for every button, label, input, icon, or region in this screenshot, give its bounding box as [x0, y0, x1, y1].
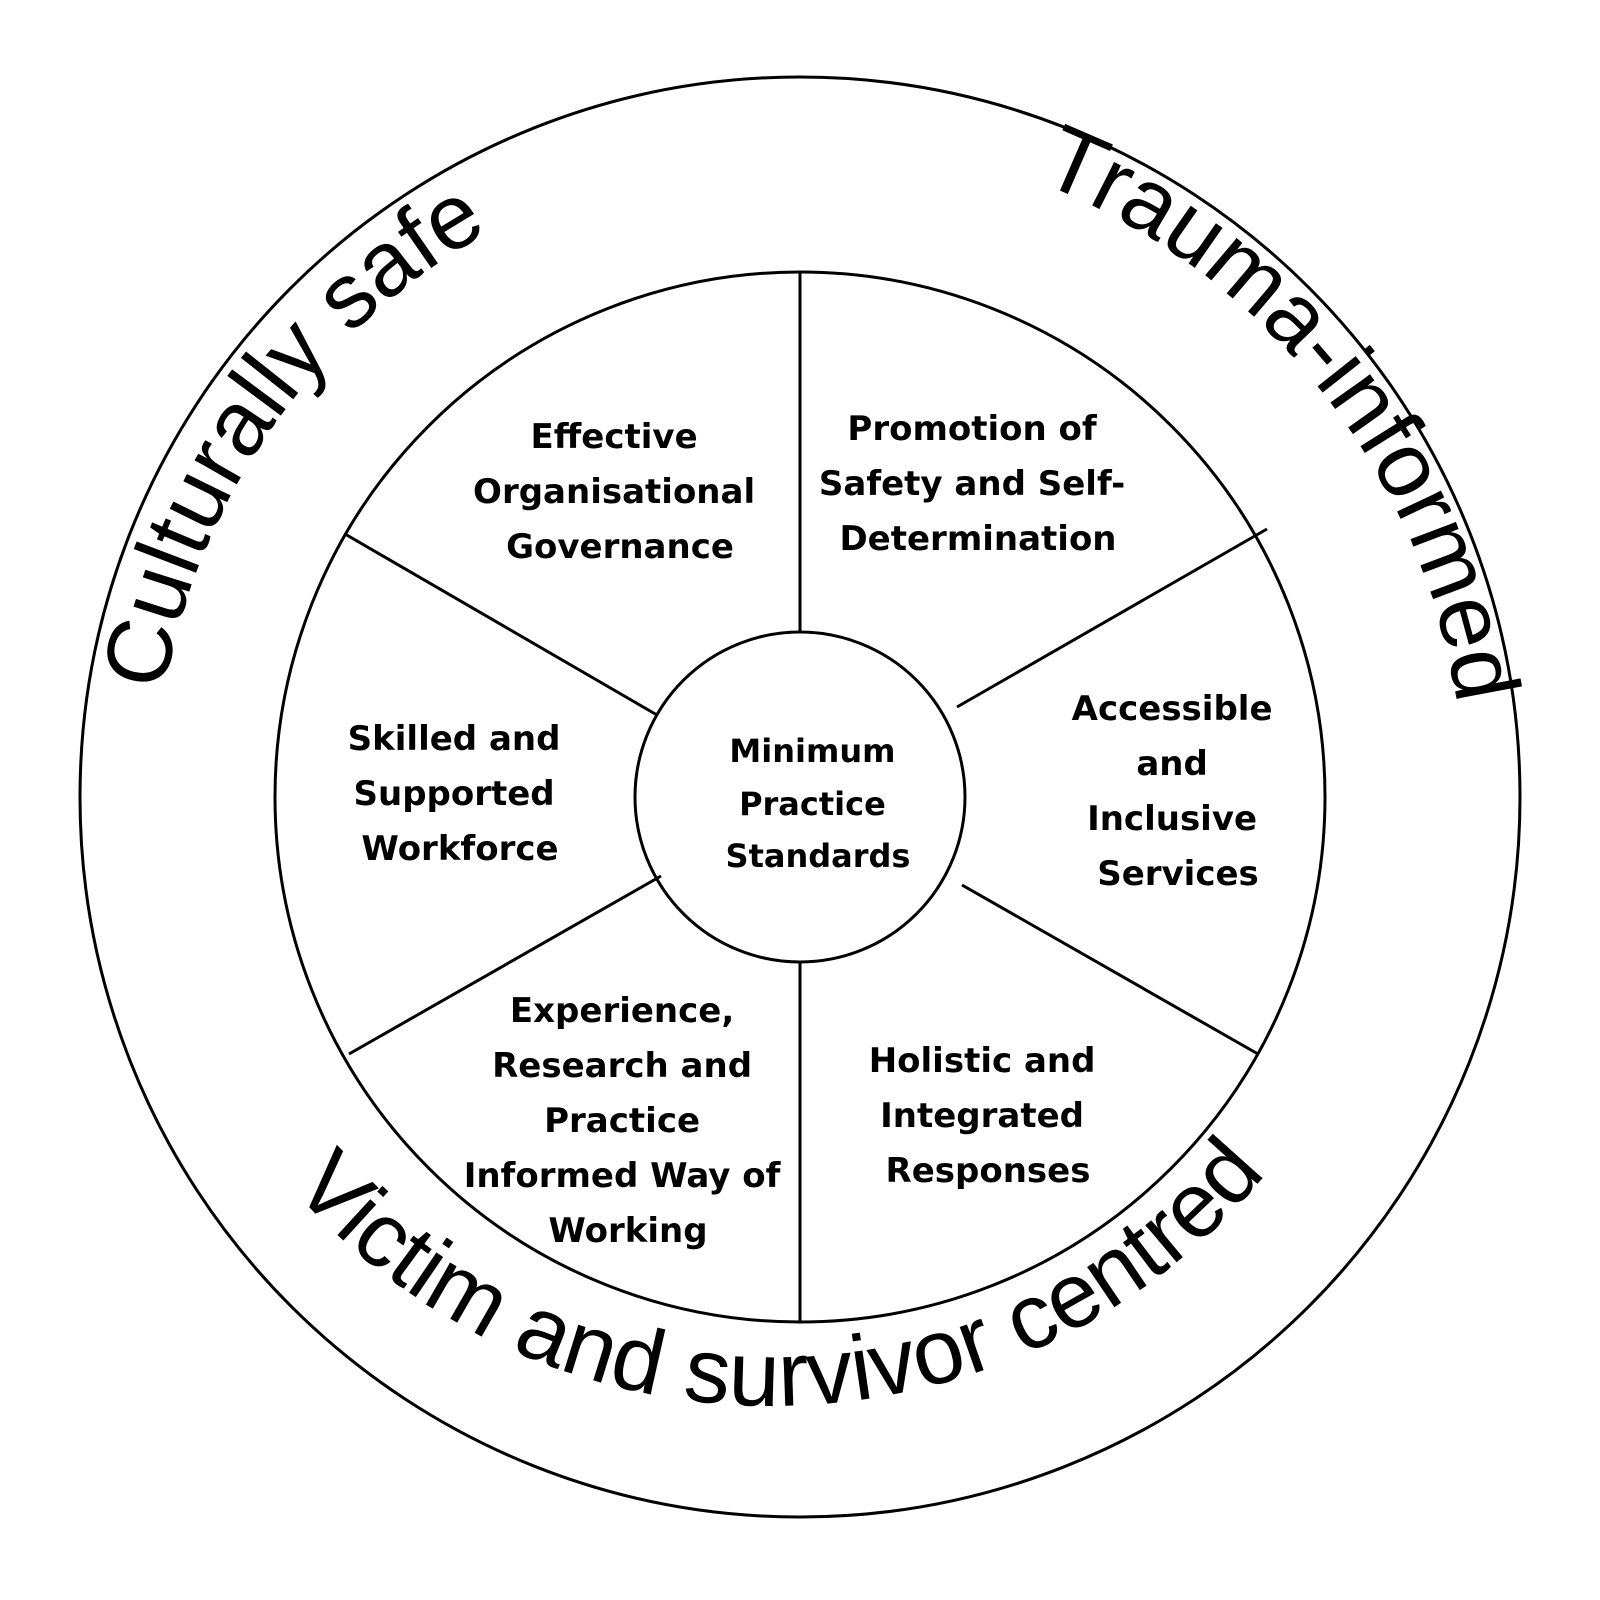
center-line: Practice — [739, 785, 886, 823]
segment-line: Practice — [544, 1101, 700, 1141]
segment-line: Experience, — [510, 991, 734, 1031]
segment-accessible-label: Accessible and Inclusive Services — [1072, 689, 1285, 894]
segment-line: Effective — [531, 417, 698, 457]
segment-line: Holistic and — [869, 1041, 1096, 1081]
outer-label-culturally-safe: Culturally safe — [83, 161, 499, 696]
segment-workforce-label: Skilled and Supported Workforce — [348, 719, 573, 869]
segment-line: Governance — [506, 527, 734, 567]
segment-line: Working — [548, 1211, 707, 1251]
segment-holistic-label: Holistic and Integrated Responses — [869, 1041, 1108, 1191]
segment-line: Responses — [886, 1151, 1091, 1191]
segment-line: Research and — [492, 1046, 752, 1086]
segment-line: Determination — [839, 519, 1116, 559]
segment-line: Accessible — [1072, 689, 1273, 729]
center-label: Minimum Practice Standards — [726, 732, 911, 875]
segment-line: Skilled and — [348, 719, 561, 759]
spoke-upper-right — [956, 527, 1268, 709]
outer-label-trauma-informed: Trauma-informed — [1030, 106, 1538, 709]
outer-circle — [78, 75, 1522, 1519]
segment-line: Informed Way of — [464, 1156, 782, 1196]
spoke-lower-left — [348, 874, 662, 1056]
segment-experience-label: Experience, Research and Practice Inform… — [464, 991, 793, 1251]
segment-line: Integrated — [880, 1096, 1084, 1136]
spoke-upper-left — [344, 532, 658, 717]
segment-line: Inclusive — [1087, 799, 1257, 839]
center-line: Minimum — [729, 732, 895, 770]
segment-safety-label: Promotion of Safety and Self- Determinat… — [819, 409, 1137, 559]
segment-line: Services — [1097, 854, 1259, 894]
segment-line: Promotion of — [847, 409, 1097, 449]
segment-line: and — [1136, 744, 1208, 784]
segment-line: Supported — [354, 774, 555, 814]
segment-line: Organisational — [473, 472, 755, 512]
spoke-lower-right — [961, 883, 1259, 1056]
center-line: Standards — [726, 837, 911, 875]
segment-line: Workforce — [361, 829, 558, 869]
segment-governance-label: Effective Organisational Governance — [473, 417, 767, 567]
segment-line: Safety and Self- — [819, 464, 1125, 504]
